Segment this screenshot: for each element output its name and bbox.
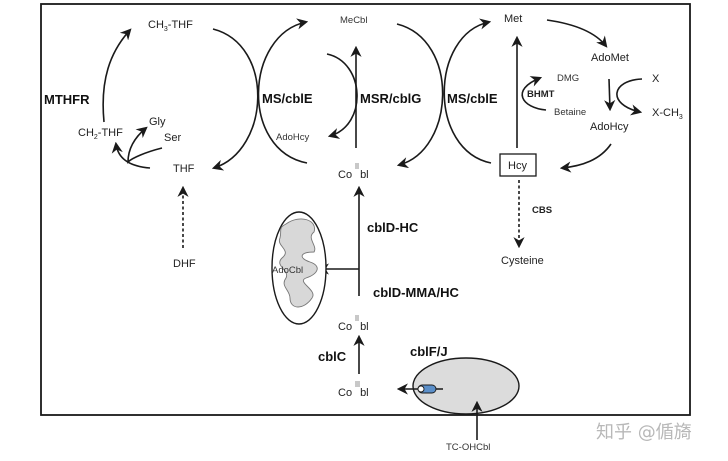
label-betaine: Betaine (554, 107, 586, 118)
arrow-ser-to-gly (127, 126, 163, 164)
oxidation-state-marker-top (355, 163, 359, 169)
enzyme-cblf-j: cblF/J (410, 344, 448, 359)
label-gly: Gly (149, 116, 166, 128)
oxidation-state-marker-mid (355, 315, 359, 321)
label-x-ch3: X-CH3 (652, 107, 683, 121)
label-mecbl: MeCbl (340, 15, 367, 26)
arrow-thf-to-ch2thf (111, 141, 151, 169)
label-cysteine: Cysteine (501, 255, 544, 267)
arc-betaine-to-dmg (521, 76, 547, 111)
arc-mecbl-to-cobl (396, 23, 444, 169)
mitochondrion-cristae (278, 218, 318, 308)
arrow-met-to-adomet (546, 19, 608, 48)
enzyme-cbld-hc: cblD-HC (367, 220, 419, 235)
label-thf: THF (173, 163, 195, 175)
mitochondrion (271, 211, 327, 325)
hcy-box (499, 153, 537, 177)
enzyme-msr-cblg: MSR/cblG (360, 91, 421, 106)
watermark: 知乎 @偱旖 (596, 422, 692, 443)
oxidation-state-marker-bot (355, 381, 360, 387)
label-adomet: AdoMet (591, 52, 629, 64)
label-hcy: Hcy (508, 160, 527, 172)
arc-x-to-xch3 (616, 78, 643, 116)
enzyme-ms-cble-left: MS/cblE (262, 91, 313, 106)
enzyme-cbld-mma-hc: cblD-MMA/HC (373, 285, 460, 300)
arc-adohcy-to-mecbl (257, 18, 309, 164)
label-ch2-thf: CH2-THF (78, 127, 123, 141)
label-dhf: DHF (173, 258, 196, 270)
lysosome (412, 357, 520, 415)
figure-frame (40, 3, 691, 416)
arrow-ch2thf-to-ch3thf (102, 28, 132, 123)
arc-ch3thf-to-thf (211, 28, 259, 171)
label-ch3-thf: CH3-THF (148, 19, 193, 33)
arrow-adomet-to-adohcy (604, 78, 616, 112)
enzyme-bhmt: BHMT (527, 89, 555, 100)
enzyme-mthfr: MTHFR (44, 92, 90, 107)
transporter-cap-icon (417, 385, 425, 393)
label-met: Met (504, 13, 522, 25)
label-adohcy-right: AdoHcy (590, 121, 629, 133)
enzyme-cblc: cblC (318, 349, 347, 364)
arc-hcy-to-met (443, 18, 492, 164)
enzyme-cbs: CBS (532, 205, 552, 216)
label-dmg: DMG (557, 73, 579, 84)
enzyme-ms-cble-right: MS/cblE (447, 91, 498, 106)
arrow-adohcy-to-hcy (559, 143, 612, 173)
label-adocbl: AdoCbl (272, 265, 303, 276)
arc-msr-adomet-to-adohcy (326, 53, 358, 139)
label-ser: Ser (164, 132, 181, 144)
label-x: X (652, 73, 660, 85)
label-adohcy-center: AdoHcy (276, 132, 310, 143)
label-tc-ohcbl: TC-OHCbl (446, 442, 490, 453)
